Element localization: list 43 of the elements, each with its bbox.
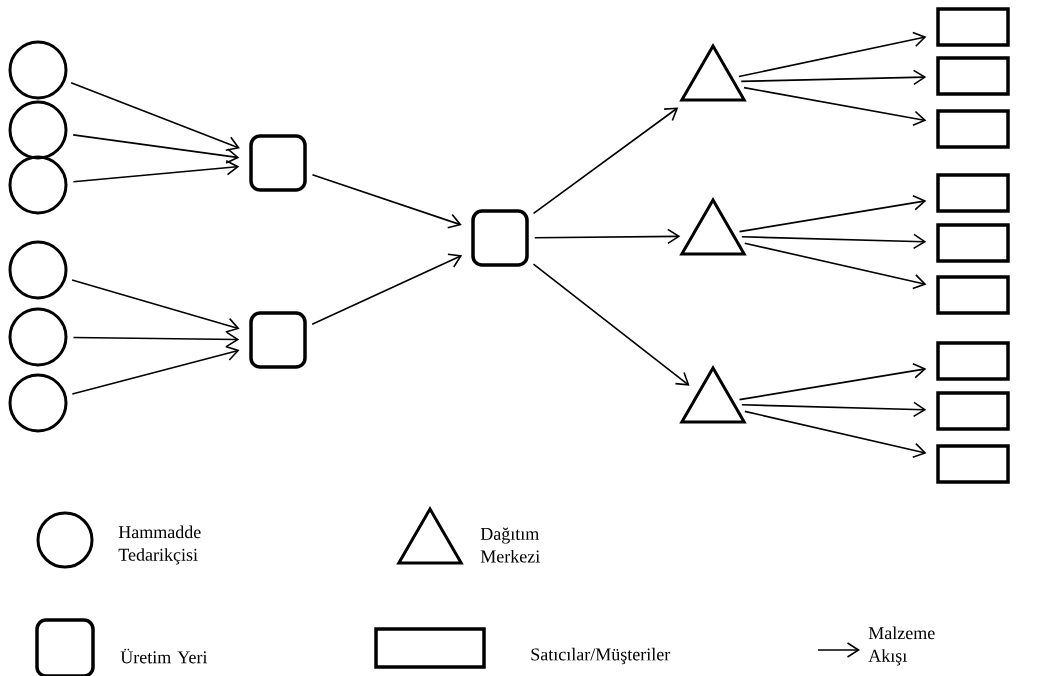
rounded-square-node bbox=[249, 134, 307, 192]
circle-node bbox=[8, 40, 68, 100]
legend-text: Üretim Yeri bbox=[120, 648, 208, 664]
legend-text: Dağıtım Merkezi bbox=[480, 527, 540, 563]
circle-node bbox=[8, 240, 68, 300]
circle-node bbox=[8, 155, 68, 215]
rounded-square-node bbox=[249, 311, 307, 369]
arrow bbox=[533, 228, 681, 245]
rectangle-node bbox=[936, 391, 1010, 431]
legend-text: Satıcılar/Müşteriler bbox=[531, 647, 671, 665]
arrow bbox=[532, 263, 690, 386]
rectangle-node bbox=[936, 341, 1010, 381]
arrow bbox=[532, 107, 679, 215]
arrow bbox=[741, 401, 927, 418]
legend-text: Malzeme Akışı bbox=[868, 626, 935, 666]
arrow bbox=[311, 173, 462, 229]
rectangle-node bbox=[936, 173, 1010, 213]
arrow bbox=[738, 31, 927, 78]
circle-node bbox=[8, 100, 68, 160]
arrow bbox=[738, 195, 927, 233]
arrow bbox=[72, 331, 240, 348]
rounded-square-node bbox=[471, 209, 529, 267]
arrow bbox=[311, 253, 463, 326]
legend-text: Hammadde Tedarikçisi bbox=[118, 525, 201, 565]
arrow bbox=[72, 159, 240, 183]
arrow bbox=[72, 134, 240, 164]
arrow bbox=[70, 82, 240, 152]
arrow bbox=[741, 233, 927, 250]
arrow bbox=[740, 69, 927, 86]
rectangle-node bbox=[936, 7, 1010, 47]
arrow bbox=[71, 279, 240, 333]
rectangle-node bbox=[936, 56, 1010, 96]
rectangle-node bbox=[936, 444, 1010, 484]
arrow bbox=[744, 410, 927, 459]
rectangle-node bbox=[936, 109, 1010, 149]
arrow bbox=[738, 363, 927, 401]
arrow bbox=[743, 86, 927, 127]
circle-node bbox=[8, 373, 68, 433]
arrow bbox=[71, 345, 240, 395]
rectangle-node bbox=[936, 223, 1010, 263]
circle-node bbox=[8, 307, 68, 367]
rectangle-node bbox=[936, 275, 1010, 315]
arrow bbox=[743, 242, 927, 290]
